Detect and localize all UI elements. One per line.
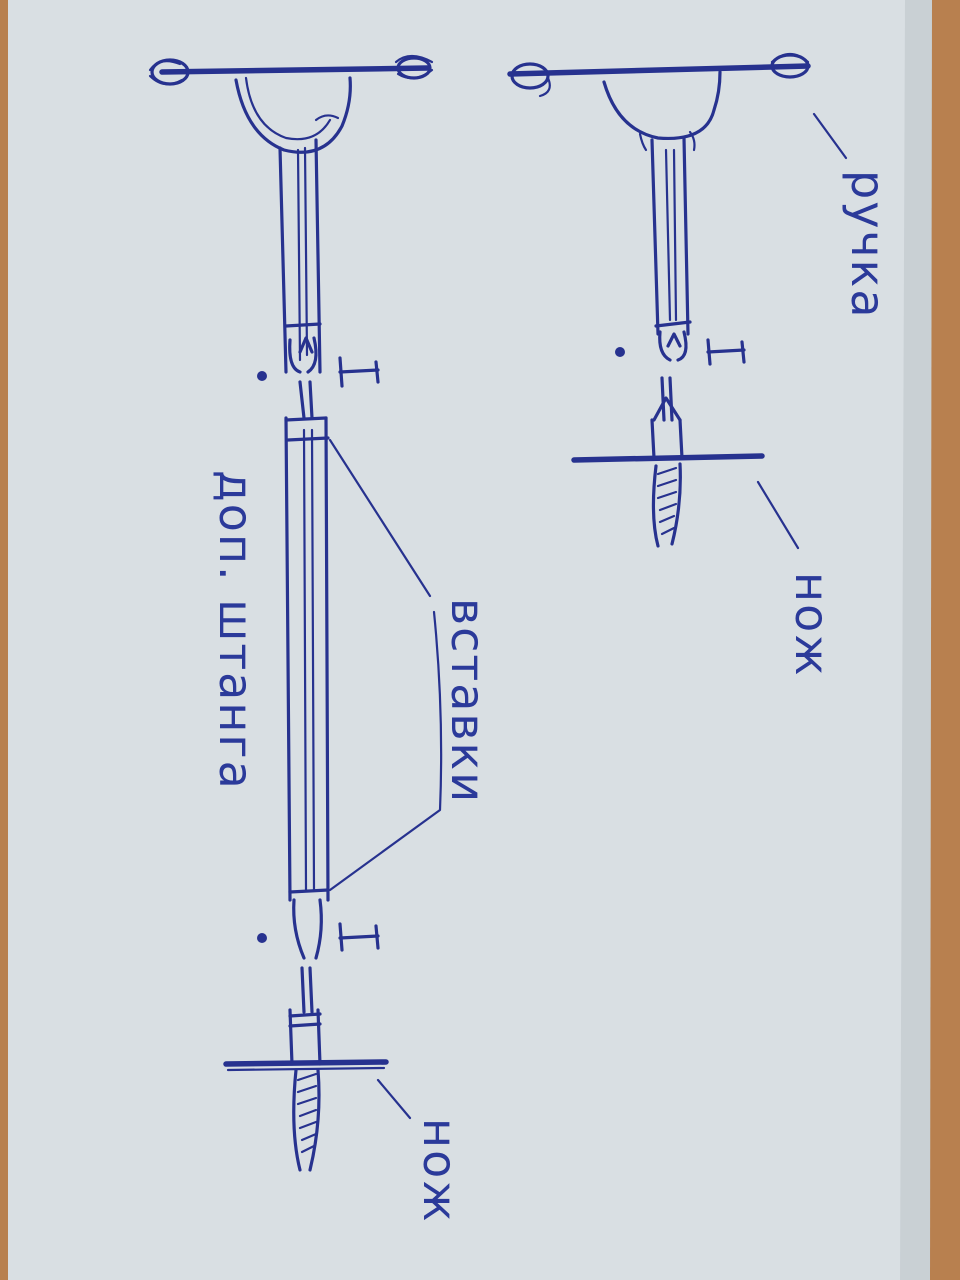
right-shaft: [650, 136, 692, 362]
right-joint: [615, 338, 746, 422]
left-assembly: [148, 54, 434, 1172]
knife-left-leader: [376, 1078, 412, 1120]
inserts-leader: [328, 438, 443, 892]
right-dot: [615, 347, 625, 357]
handle-label: ручка: [841, 170, 895, 320]
knife-right-leader: [756, 480, 800, 550]
leader-lines: [328, 112, 848, 1120]
left-upper-joint: [257, 356, 380, 420]
right-knife: [571, 396, 765, 548]
paper-shadow: [900, 0, 932, 1280]
knife-left-label: нож: [413, 1118, 467, 1224]
left-handle: [148, 54, 434, 154]
right-assembly: [507, 52, 811, 548]
knife-right-label: нож: [785, 572, 839, 678]
left-lower-joint: [257, 922, 380, 1014]
left-upper-shaft: [278, 138, 322, 374]
inserts-label: вставки: [441, 598, 495, 804]
right-handle: [507, 52, 811, 152]
left-upper-dot: [257, 371, 267, 381]
left-knife: [223, 1008, 389, 1172]
left-extension-rod: [284, 416, 330, 960]
paper-sheet: [8, 0, 930, 1280]
handle-leader: [812, 112, 848, 160]
left-lower-dot: [257, 933, 267, 943]
extra-rod-label: доп. штанга: [209, 470, 263, 791]
